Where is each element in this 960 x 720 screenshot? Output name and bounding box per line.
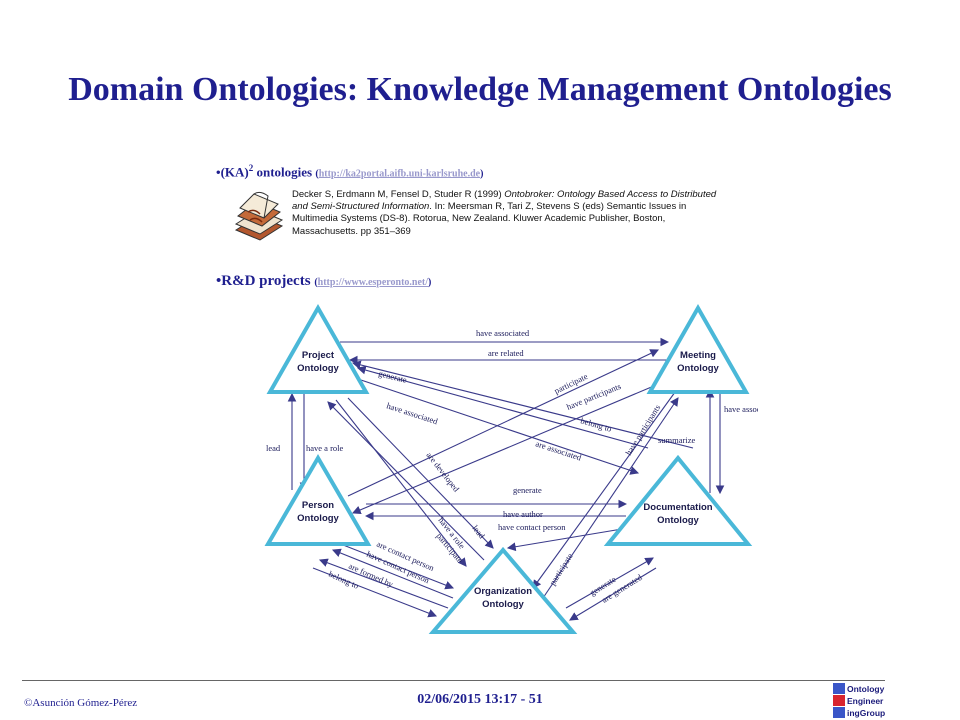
label-participate-3: participate: [547, 551, 575, 587]
edge-participate-1: [347, 349, 659, 497]
edge-are-generated: [569, 567, 657, 621]
ka2-portal-link[interactable]: http://ka2portal.aifb.uni-karlsruhe.de: [318, 168, 481, 180]
bullet-rd-projects: •R&D projects (http://www.esperonto.net/…: [216, 273, 432, 289]
esperonto-link[interactable]: http://www.esperonto.net/: [317, 277, 429, 288]
reference-details: . In: Meersman R, Tari Z, Stevens S (eds…: [292, 201, 687, 237]
edge-have-contact-person-2: [331, 548, 454, 599]
edge-have-a-role-2: [335, 399, 467, 567]
documentation-label-2: Ontology: [657, 515, 699, 526]
logo-line-2: Engineer: [847, 696, 884, 706]
footer-divider: [22, 680, 885, 681]
meeting-ontology-node[interactable]: [646, 303, 750, 394]
person-label-1: Person: [302, 500, 334, 511]
reference-citation: Decker S, Erdmann M, Fensel D, Studer R …: [292, 189, 732, 238]
bullet1-label: (KA): [220, 164, 249, 180]
person-ontology-node[interactable]: [264, 454, 372, 546]
edge-are-contact-person: [337, 542, 455, 590]
bullet2-label: R&D projects: [221, 273, 311, 289]
label-are-related: are related: [488, 348, 524, 358]
reference-authors: Decker S, Erdmann M, Fensel D, Studer R …: [292, 189, 505, 200]
edge-participate-3: [542, 397, 679, 599]
label-have-associated-top: have associated: [476, 328, 530, 338]
footer-date: 02/06/2015 13:17 - 51: [417, 692, 543, 707]
edge-have-participants-2: [532, 387, 679, 589]
organization-ontology-node[interactable]: [428, 546, 578, 634]
edge-have-participants-1: [351, 379, 669, 515]
project-label-2: Ontology: [297, 363, 339, 374]
ontology-diagram: Project Ontology Meeting Ontology Person…: [264, 303, 758, 634]
logo-line-1: Ontology: [847, 684, 885, 694]
documentation-label-1: Documentation: [643, 502, 712, 513]
edge-lead-2: [327, 401, 485, 561]
meeting-label-1: Meeting: [680, 350, 716, 361]
edge-are-developed: [347, 397, 494, 549]
edge-generate-1: [351, 360, 694, 449]
label-have-author: have author: [503, 509, 543, 519]
organization-label-2: Ontology: [482, 599, 524, 610]
bullet1-label-rest: ontologies: [253, 164, 313, 180]
label-summarize: summarize: [658, 435, 696, 445]
project-ontology-node[interactable]: [266, 303, 370, 394]
edge-belong-to-1: [356, 365, 649, 449]
logo-line-3: ingGroup: [847, 708, 885, 718]
bullet-ka2-ontologies: •(KA)2 ontologies (http://ka2portal.aifb…: [216, 163, 484, 180]
documentation-ontology-node[interactable]: [603, 454, 753, 546]
ontology-engineering-group-logo: Ontology Engineer ingGroup: [833, 683, 885, 718]
footer-author: ©Asunción Gómez-Pérez: [24, 697, 138, 709]
label-have-a-role-1: have a role: [306, 443, 344, 453]
label-have-associated-2: have associated: [385, 400, 439, 426]
label-generate-1: generate: [378, 368, 409, 385]
person-label-2: Ontology: [297, 513, 339, 524]
project-label-1: Project: [302, 350, 335, 361]
label-have-contact-person-1: have contact person: [498, 522, 566, 532]
edge-belong-to-2: [312, 567, 438, 618]
page-title: Domain Ontologies: Knowledge Management …: [68, 71, 892, 108]
label-generate-2: generate: [513, 485, 542, 495]
edge-are-formed-by: [318, 558, 449, 609]
books-icon: [234, 191, 284, 241]
label-are-associated: are associated: [534, 438, 583, 462]
label-lead-2: lead: [470, 523, 487, 541]
reference-title: Ontobroker: Ontology Based Access to Dis…: [292, 189, 717, 213]
label-have-associated-right: have associated: [724, 404, 758, 414]
label-participate-1: participate: [552, 371, 589, 396]
edge-have-associated-2: [354, 377, 640, 475]
edge-generate-3: [565, 557, 654, 609]
edge-have-contact-person-1: [506, 527, 629, 552]
meeting-label-2: Ontology: [677, 363, 719, 374]
label-are-developed: are developed: [424, 450, 462, 494]
bullet1-superscript: 2: [248, 163, 254, 173]
label-lead-1: lead: [266, 443, 281, 453]
organization-label-1: Organization: [474, 586, 532, 597]
